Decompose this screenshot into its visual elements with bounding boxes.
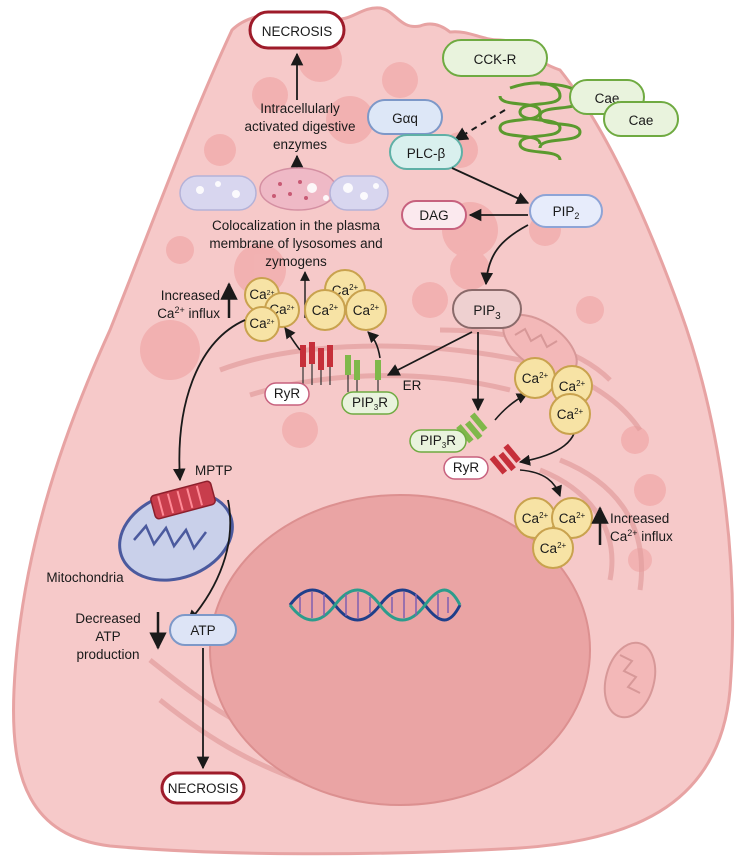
increased-influx-right: Increased Ca2+ influx [591, 506, 673, 545]
arrow-calcium-to-mptp [173, 319, 246, 482]
mitochondrion [118, 480, 234, 582]
svg-text:Cae: Cae [595, 91, 620, 106]
pip3-box: PIP3 [452, 289, 522, 329]
dna-icon [288, 588, 462, 622]
svg-text:RyR: RyR [453, 460, 479, 475]
svg-text:Increased: Increased [161, 288, 220, 303]
svg-text:Ca2+: Ca2+ [522, 511, 549, 526]
svg-text:Ca2+: Ca2+ [249, 316, 274, 331]
calcium-cluster-right-lower: Ca2+ Ca2+ Ca2+ [514, 497, 593, 569]
arrow-pip2-to-pip3 [480, 224, 529, 286]
svg-text:Decreased: Decreased [75, 611, 140, 626]
mitochondria-label: Mitochondria [46, 570, 124, 585]
ryr-label-left: RyR [264, 382, 310, 406]
svg-text:production: production [76, 647, 139, 662]
svg-text:Intracellularly: Intracellularly [260, 101, 340, 116]
pip3r-channel-left [345, 355, 381, 392]
pip2-box: PIP2 [529, 194, 603, 228]
pip3r-channel-right [456, 412, 488, 444]
nucleus [209, 494, 591, 806]
calcium-cluster-left-large: Ca2+ Ca2+ Ca2+ [304, 269, 387, 331]
svg-text:PIP3: PIP3 [473, 303, 501, 322]
arrow-ryr-to-calcium-left [284, 327, 301, 351]
ryr-channel-left [300, 342, 333, 385]
svg-text:Ca2+: Ca2+ [540, 541, 567, 556]
svg-text:ATP: ATP [95, 629, 120, 644]
svg-text:Cae: Cae [629, 113, 654, 128]
increased-influx-left: Increased Ca2+ influx [157, 282, 238, 321]
necrosis-top-label: NECROSIS [262, 24, 333, 39]
svg-text:zymogens: zymogens [265, 254, 327, 269]
pip3r-label-right: PIP3R [409, 429, 467, 453]
arrow-plc-to-pip2 [451, 167, 530, 204]
svg-text:Ca2+: Ca2+ [522, 371, 549, 386]
svg-text:enzymes: enzymes [273, 137, 327, 152]
necrosis-top-box: NECROSIS [248, 10, 346, 50]
calcium-cluster-left-small: Ca2+ Ca2+ Ca2+ [244, 277, 300, 342]
arrow-pip3r-to-calcium-left [367, 331, 381, 359]
svg-text:Ca2+: Ca2+ [559, 379, 586, 394]
plc-beta-box: PLC-β [389, 134, 463, 170]
svg-text:Ca2+: Ca2+ [249, 287, 274, 302]
svg-text:Increased: Increased [610, 511, 669, 526]
svg-text:Ca2+ influx: Ca2+ influx [610, 528, 673, 544]
atp-box: ATP [169, 614, 237, 646]
svg-text:PIP3R: PIP3R [352, 395, 388, 412]
svg-text:DAG: DAG [419, 208, 448, 223]
colocalization-label: Colocalization in the plasma membrane of… [209, 218, 382, 269]
svg-text:PLC-β: PLC-β [407, 146, 446, 161]
arrow-cckr-to-plc [453, 109, 506, 141]
dag-box: DAG [401, 200, 467, 230]
calcium-cluster-right-upper: Ca2+ Ca2+ Ca2+ [514, 357, 593, 435]
svg-text:RyR: RyR [274, 386, 300, 401]
svg-text:CCK-R: CCK-R [474, 52, 517, 67]
svg-text:PIP2: PIP2 [553, 204, 580, 221]
svg-text:Ca2+ influx: Ca2+ influx [157, 305, 220, 321]
ryr-label-right: RyR [443, 456, 489, 480]
svg-text:Ca2+: Ca2+ [559, 511, 586, 526]
svg-text:Ca2+: Ca2+ [312, 303, 339, 318]
cae-ligand-2: Cae [603, 101, 679, 137]
svg-text:Ca2+: Ca2+ [353, 303, 380, 318]
zymogen-lysosome-granules [179, 167, 389, 211]
svg-text:ATP: ATP [190, 623, 215, 638]
arrow-ryr-to-calcium-right-lower [519, 469, 562, 498]
ryr-channel-right [489, 443, 521, 475]
svg-text:PIP3R: PIP3R [420, 433, 456, 450]
svg-text:activated digestive: activated digestive [244, 119, 355, 134]
svg-text:Ca2+: Ca2+ [557, 407, 584, 422]
er-label: ER [403, 378, 422, 393]
necrosis-bottom-box: NECROSIS [160, 771, 246, 805]
background-mitochondrion-bottom [603, 641, 657, 719]
svg-text:Colocalization in the plasma: Colocalization in the plasma [212, 218, 381, 233]
svg-text:membrane of lysosomes and: membrane of lysosomes and [209, 236, 382, 251]
cck-receptor-box: CCK-R [442, 39, 548, 77]
enzymes-label: Intracellularly activated digestive enzy… [244, 101, 355, 152]
svg-text:NECROSIS: NECROSIS [168, 781, 239, 796]
decreased-atp-label: Decreased ATP production [75, 611, 167, 662]
gaq-box: Gαq [367, 99, 443, 135]
svg-text:Gαq: Gαq [392, 111, 418, 126]
arrow-pip3-to-left-receptors [386, 331, 473, 376]
pip3r-label-left: PIP3R [341, 391, 399, 415]
mptp-label: MPTP [195, 463, 233, 478]
